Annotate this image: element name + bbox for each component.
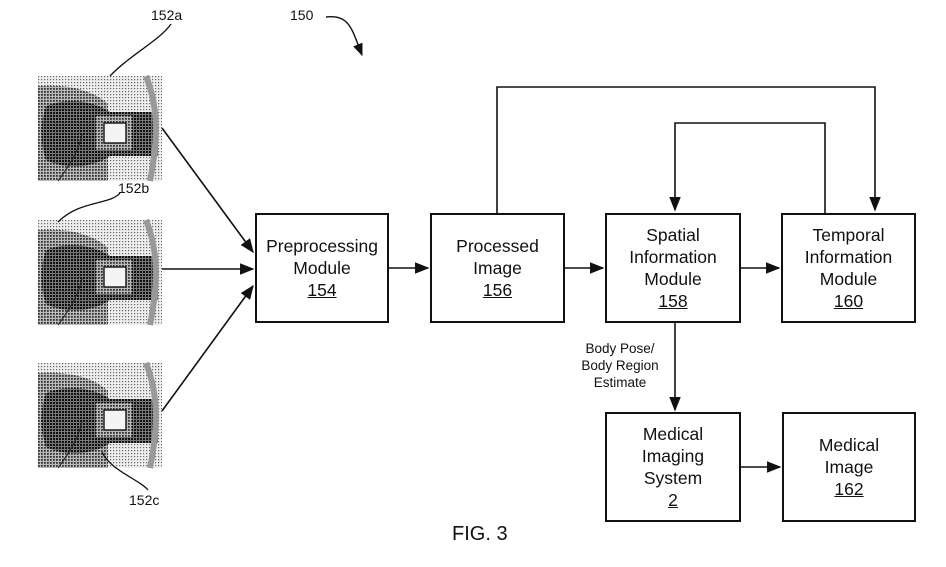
ref-152a-label: 152a [151,7,183,23]
camera-image-152a [38,76,162,181]
body-pose-estimate-label: Body Pose/ Body Region Estimate [572,340,668,391]
box-text: Module [819,269,878,289]
camera-image-152b [38,220,162,325]
arrow-152c-to-154 [161,284,254,412]
ref-152c-label: 152c [129,492,160,508]
note-line: Body Region [581,358,659,373]
note-line: Estimate [593,375,647,390]
box-text: Module [644,269,702,289]
box-text: Image [824,457,874,477]
box-ref: 160 [833,291,864,311]
ref-150-label: 150 [290,7,314,23]
box-ref: 162 [834,479,864,499]
box-text: Image [473,258,522,278]
box-text: Processed [456,236,539,256]
box-text: Temporal [812,225,885,245]
preprocessing-module-box: Preprocessing Module 154 [255,213,389,323]
ref-152b-label: 152b [118,180,150,196]
camera-image-152c [38,363,162,468]
box-text: System [643,468,703,488]
box-text: Medical [642,424,704,444]
box-text: Module [293,258,351,278]
leader-152a [109,23,172,77]
box-text: Medical [818,435,880,455]
medical-image-box: Medical Image 162 [782,412,916,522]
box-ref: 2 [668,490,678,510]
figure-caption: FIG. 3 [452,523,508,545]
box-text: Imaging [641,446,705,466]
processed-image-box: Processed Image 156 [430,213,565,323]
box-text: Information [629,247,717,267]
box-ref: 154 [307,280,337,300]
box-text: Information [804,247,893,267]
leader-152b [57,192,121,223]
spatial-information-module-box: Spatial Information Module 158 [605,213,741,323]
medical-imaging-system-box: Medical Imaging System 2 [605,412,741,522]
arrow-152a-to-154 [161,127,254,254]
arrow-156-to-160 [496,86,881,213]
note-line: Body Pose/ [585,341,655,356]
box-text: Spatial [646,225,700,245]
leader-152c [101,451,149,491]
temporal-information-module-box: Temporal Information Module 160 [781,213,916,323]
arrow-160-to-158 [669,122,826,213]
ref-150-arrow [325,15,363,57]
box-ref: 156 [482,280,513,300]
box-ref: 158 [658,291,688,311]
box-text: Preprocessing [266,236,378,256]
